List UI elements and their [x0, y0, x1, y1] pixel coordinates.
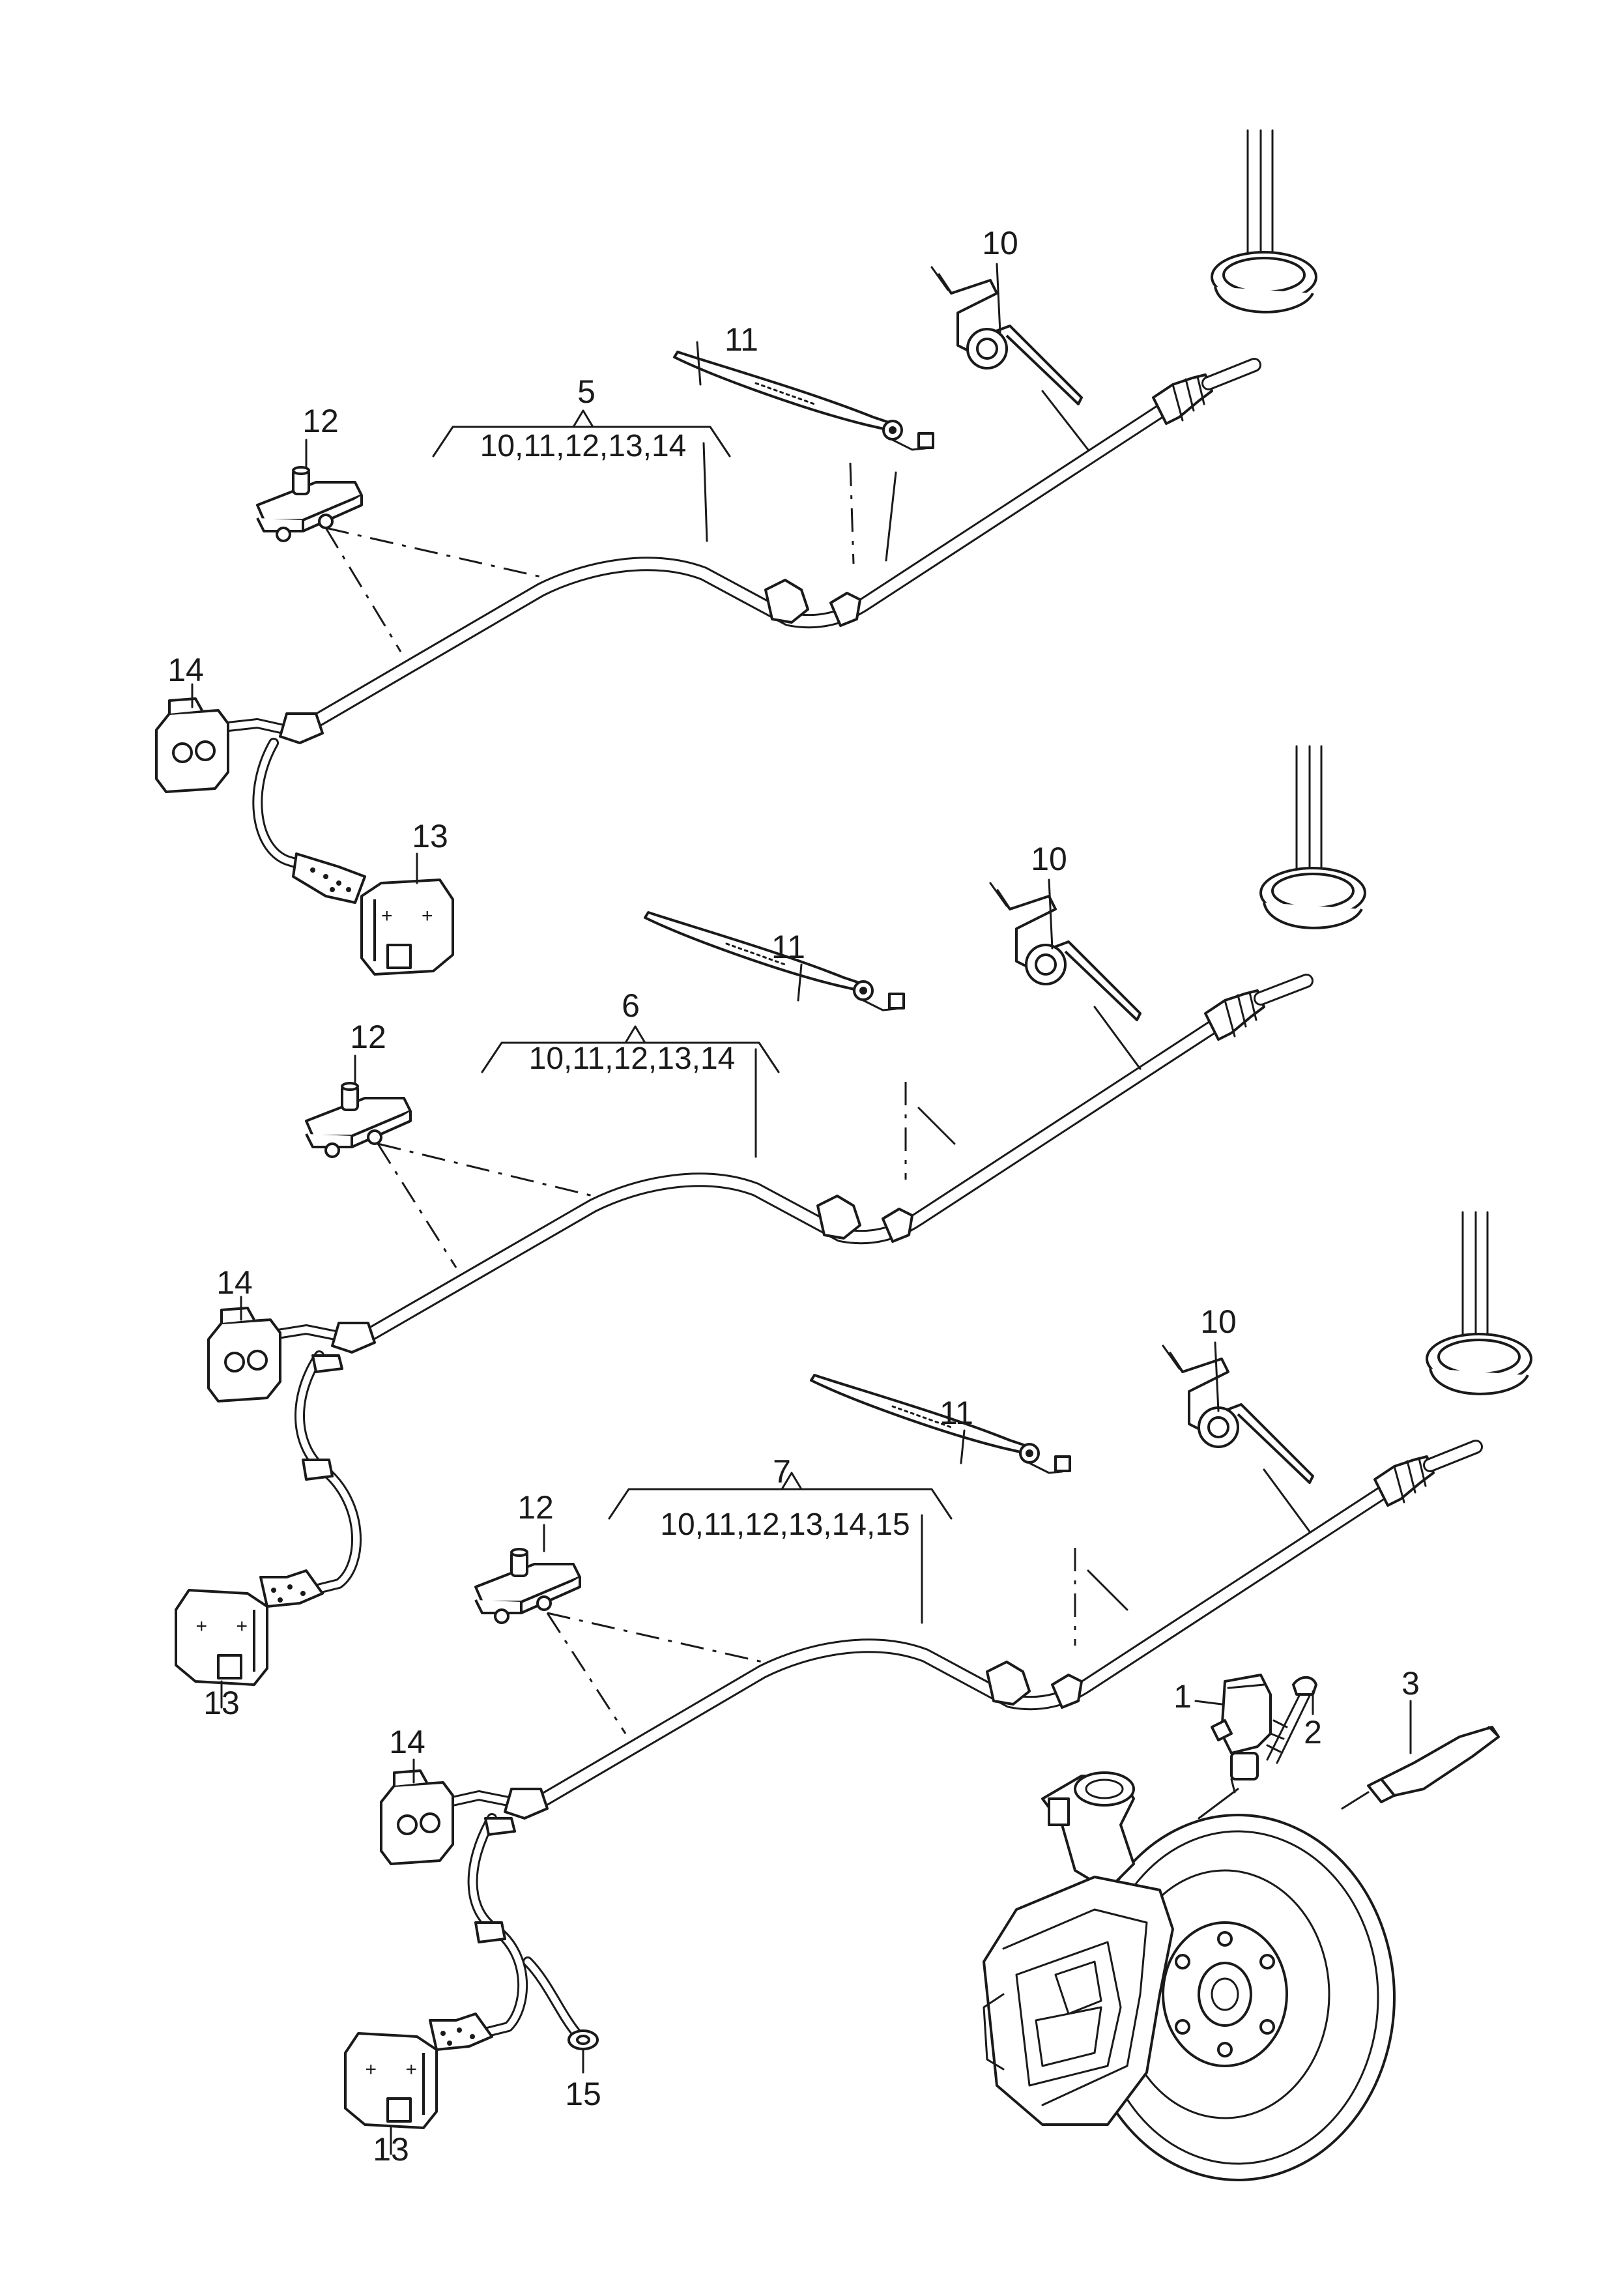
brake-assembly	[983, 1674, 1500, 2181]
g6-part-11: 11	[771, 929, 805, 965]
g7-part-14: 14	[389, 1724, 425, 1760]
g7-part-15: 15	[565, 2076, 601, 2112]
group-7-number: 7	[773, 1453, 791, 1490]
group-5-number: 5	[577, 373, 596, 410]
g6-part-13: 13	[203, 1685, 240, 1721]
harness-group-7	[344, 1211, 1532, 2155]
g5-part-11: 11	[725, 321, 758, 358]
g5-part-12: 12	[302, 403, 339, 439]
g5-part-10: 10	[982, 225, 1018, 261]
part-2: 2	[1304, 1714, 1322, 1751]
g6-part-14: 14	[216, 1264, 253, 1301]
g5-part-13: 13	[412, 818, 448, 854]
g7-part-12: 12	[517, 1489, 554, 1526]
group-5-items: 10,11,12,13,14	[480, 429, 687, 463]
g6-part-10: 10	[1031, 841, 1067, 877]
part-1: 1	[1173, 1678, 1192, 1715]
harness-group-6	[175, 745, 1366, 1709]
group-7-items: 10,11,12,13,14,15	[660, 1507, 910, 1542]
g7-part-11: 11	[940, 1395, 973, 1431]
g6-part-12: 12	[350, 1019, 386, 1055]
g7-part-10: 10	[1200, 1303, 1237, 1340]
g5-part-14: 14	[167, 652, 204, 688]
part-3: 3	[1401, 1665, 1420, 1702]
g7-part-13: 13	[373, 2131, 409, 2168]
group-6-number: 6	[622, 987, 640, 1024]
harness-group-5	[155, 129, 1317, 976]
group-6-items: 10,11,12,13,14	[529, 1041, 736, 1076]
